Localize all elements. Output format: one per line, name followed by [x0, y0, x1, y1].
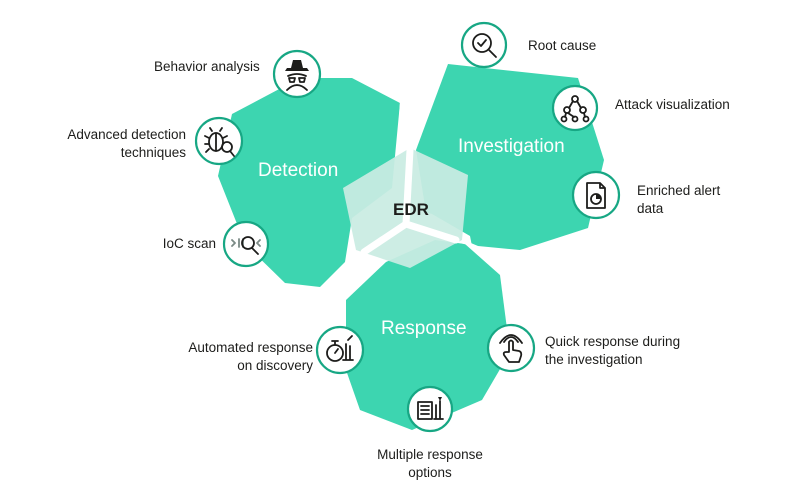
- touch-icon: [486, 323, 536, 373]
- response-segment: [346, 240, 510, 430]
- control-panel-icon: [406, 385, 454, 433]
- spy-icon: [272, 49, 322, 99]
- caption-automated-response: Automated response on discovery: [188, 339, 313, 375]
- caption-advanced-detection: Advanced detection techniques: [67, 126, 186, 162]
- caption-enriched-alert: Enriched alert data: [637, 182, 720, 218]
- caption-line: Quick response during: [545, 334, 681, 349]
- caption-line: data: [637, 201, 664, 216]
- caption-multiple-response: Multiple response options: [360, 446, 500, 482]
- caption-line: the investigation: [545, 352, 643, 367]
- caption-line: Automated response: [188, 340, 313, 355]
- caption-line: Root cause: [528, 38, 597, 53]
- code-magnifier-icon: [222, 220, 270, 268]
- stopwatch-icon: [315, 325, 365, 375]
- caption-root-cause: Root cause: [528, 37, 596, 55]
- caption-behavior-analysis: Behavior analysis: [154, 58, 260, 76]
- core-label: EDR: [393, 200, 429, 219]
- caption-line: IoC scan: [162, 236, 216, 251]
- caption-line: on discovery: [237, 358, 313, 373]
- caption-attack-visualization: Attack visualization: [615, 96, 730, 114]
- core-spokes: [360, 146, 460, 256]
- node-tree-icon: [551, 84, 599, 132]
- caption-line: options: [408, 465, 452, 480]
- document-chart-icon: [571, 170, 621, 220]
- segment-label-investigation: Investigation: [458, 136, 565, 157]
- caption-line: Multiple response: [377, 447, 483, 462]
- caption-line: techniques: [120, 145, 186, 160]
- caption-ioc-scan: IoC scan: [163, 235, 216, 253]
- caption-line: Attack visualization: [615, 97, 730, 112]
- magnifier-check-icon: [460, 21, 508, 69]
- caption-line: Enriched alert: [637, 183, 721, 198]
- caption-line: Advanced detection: [67, 127, 186, 142]
- segment-label-response: Response: [381, 318, 467, 339]
- segment-label-detection: Detection: [258, 160, 338, 181]
- bug-magnifier-icon: [194, 116, 244, 166]
- caption-quick-response: Quick response during the investigation: [545, 333, 680, 369]
- caption-line: Behavior analysis: [154, 59, 260, 74]
